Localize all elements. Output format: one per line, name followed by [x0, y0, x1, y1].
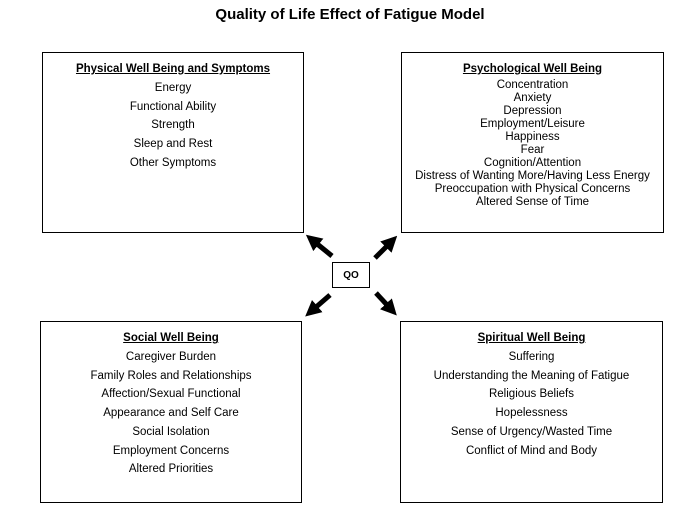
arrow-to-physical: [305, 234, 334, 258]
physical-well-being-heading: Physical Well Being and Symptoms: [75, 63, 271, 75]
list-item: Conflict of Mind and Body: [465, 444, 598, 457]
list-item: Cognition/Attention: [483, 157, 582, 169]
list-item: Employment Concerns: [112, 444, 230, 457]
list-item: Family Roles and Relationships: [90, 369, 252, 382]
list-item: Hopelessness: [495, 407, 568, 420]
spiritual-well-being-list: Suffering Understanding the Meaning of F…: [401, 348, 662, 460]
psychological-well-being-box: Psychological Well Being Concentration A…: [401, 52, 664, 233]
spiritual-well-being-heading: Spiritual Well Being: [477, 332, 586, 344]
arrow-to-spiritual: [374, 291, 397, 316]
list-item: Suffering: [508, 351, 555, 363]
list-item: Sleep and Rest: [133, 138, 213, 151]
list-item: Affection/Sexual Functional: [101, 388, 241, 401]
list-item: Strength: [151, 119, 195, 132]
list-item: Social Isolation: [132, 425, 210, 438]
list-item: Altered Sense of Time: [475, 196, 590, 208]
center-node: QO: [332, 262, 370, 288]
list-item: Fear: [520, 144, 545, 156]
list-item: Functional Ability: [129, 100, 217, 113]
arrow-to-social: [305, 293, 332, 317]
social-well-being-heading: Social Well Being: [123, 332, 219, 344]
psychological-well-being-list: Concentration Anxiety Depression Employm…: [402, 79, 663, 209]
social-well-being-list: Caregiver Burden Family Roles and Relati…: [41, 348, 301, 479]
list-item: Happiness: [505, 131, 560, 143]
list-item: Distress of Wanting More/Having Less Ene…: [415, 170, 650, 182]
list-item: Caregiver Burden: [125, 351, 217, 363]
list-item: Employment/Leisure: [480, 118, 585, 130]
list-item: Sense of Urgency/Wasted Time: [450, 425, 613, 438]
list-item: Preoccupation with Physical Concerns: [434, 183, 631, 195]
psychological-well-being-heading: Psychological Well Being: [462, 63, 603, 75]
arrow-to-psychological: [373, 235, 398, 260]
list-item: Appearance and Self Care: [103, 407, 239, 420]
list-item: Concentration: [496, 79, 569, 91]
list-item: Altered Priorities: [128, 463, 214, 476]
list-item: Other Symptoms: [129, 156, 217, 169]
physical-well-being-box: Physical Well Being and Symptoms Energy …: [42, 52, 304, 233]
list-item: Energy: [154, 82, 192, 94]
list-item: Religious Beliefs: [488, 388, 574, 401]
physical-well-being-list: Energy Functional Ability Strength Sleep…: [43, 79, 303, 173]
list-item: Understanding the Meaning of Fatigue: [433, 369, 630, 382]
social-well-being-box: Social Well Being Caregiver Burden Famil…: [40, 321, 302, 503]
spiritual-well-being-box: Spiritual Well Being Suffering Understan…: [400, 321, 663, 503]
list-item: Anxiety: [513, 92, 552, 104]
diagram-title: Quality of Life Effect of Fatigue Model: [215, 6, 485, 23]
list-item: Depression: [503, 105, 562, 117]
